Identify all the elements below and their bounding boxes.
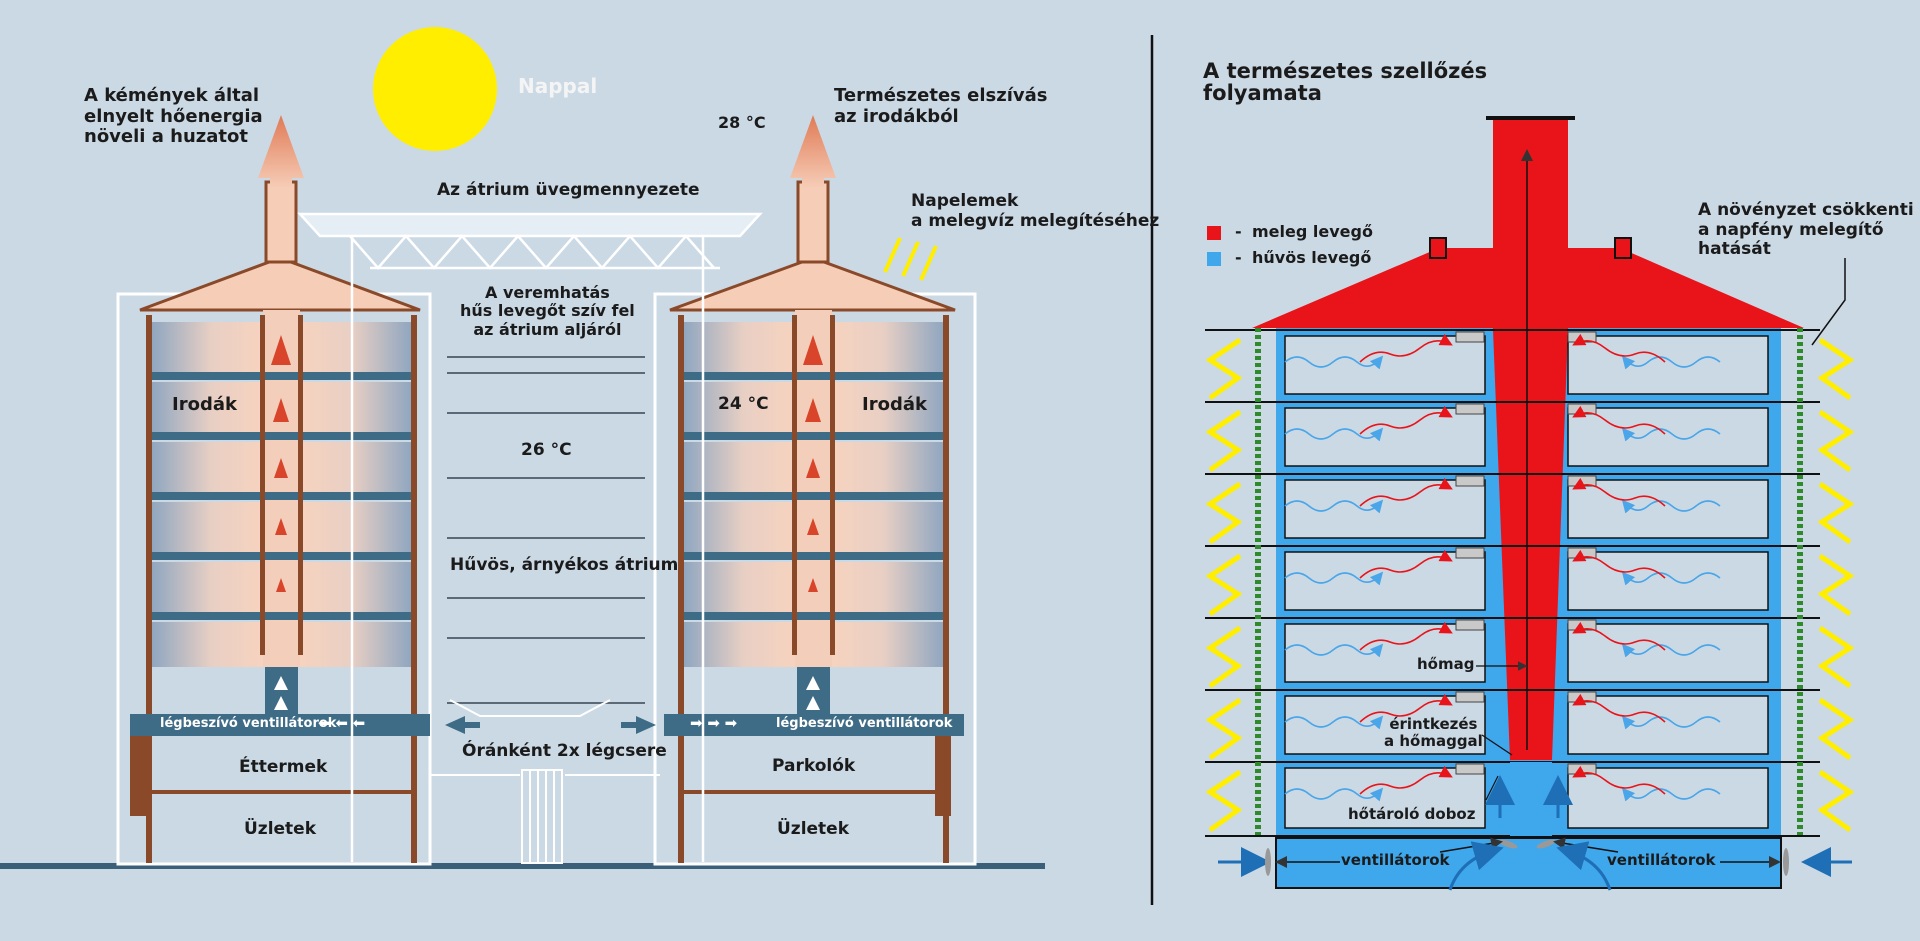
- sun-zigzag-right: [1817, 553, 1855, 617]
- atrium-glass-roof: [297, 212, 763, 862]
- legend-cool-swatch: [1207, 252, 1221, 266]
- shops-right-label: Üzletek: [777, 819, 850, 839]
- ground-line: [0, 863, 1045, 869]
- fans-left-label: légbeszívó ventillátorok: [160, 716, 337, 731]
- sun-zigzag-left: [1205, 481, 1243, 545]
- cool-airflow-right: [1621, 787, 1721, 802]
- warm-airflow-right: [1572, 621, 1666, 651]
- legend-warm-dash: -: [1235, 222, 1242, 241]
- sun-zigzag-left: [1205, 553, 1243, 617]
- legend-warm-swatch: [1207, 226, 1221, 240]
- legend-warm-label: meleg levegő: [1252, 222, 1373, 241]
- warm-airflow-right: [1572, 405, 1666, 435]
- atrium-escalator: [430, 699, 660, 864]
- cool-airflow-right: [1621, 499, 1721, 514]
- vegetation-note: A növényzet csökkenti a napfény melegítő…: [1698, 200, 1914, 260]
- fan-direction-left-icon: ⬅ ⬅ ⬅: [318, 714, 366, 732]
- vegetation-pointer: [1811, 258, 1846, 346]
- chimney-heat-label: A kémények által elnyelt hőenergia növel…: [84, 85, 263, 148]
- box-pointer: [1485, 775, 1499, 801]
- sun-zigzag-right: [1817, 625, 1855, 689]
- warm-airflow-left: [1359, 765, 1453, 795]
- warm-airflow-right: [1572, 477, 1666, 507]
- sun-zigzag-right: [1817, 697, 1855, 761]
- warm-airflow-right: [1572, 765, 1666, 795]
- cool-airflow-right: [1621, 643, 1721, 658]
- sun-zigzag-left: [1205, 697, 1243, 761]
- fans-right-label: légbeszívó ventillátorok: [776, 716, 953, 731]
- cool-airflow-right: [1621, 715, 1721, 730]
- restaurants-label: Éttermek: [239, 757, 328, 777]
- sunlight-rays: [1205, 337, 1855, 833]
- warm-airflow-left: [1359, 693, 1453, 723]
- thermal-core-label: hőmag: [1417, 655, 1475, 673]
- cool-atrium-label: Hűvös, árnyékos átrium: [450, 555, 679, 575]
- left-building: [116, 115, 432, 866]
- parking-label: Parkolók: [772, 756, 856, 776]
- atrium-floor-lines: [447, 356, 645, 704]
- atrium-roof-label: Az átrium üvegmennyezete: [437, 180, 700, 200]
- fans-bottom-left-label: ventillátorok: [1341, 851, 1450, 869]
- offices-left-label: Irodák: [172, 394, 237, 415]
- sun-zigzag-right: [1817, 481, 1855, 545]
- warm-airflow-left: [1359, 621, 1453, 651]
- top-temperature-label: 28 °C: [718, 113, 766, 132]
- warm-airflow-right: [1572, 693, 1666, 723]
- legend-cool-label: hűvös levegő: [1252, 248, 1372, 267]
- stack-effect-label: A veremhatás hűs levegőt szív fel az átr…: [460, 283, 635, 339]
- sun-zigzag-right: [1817, 409, 1855, 473]
- storage-box-label: hőtároló doboz: [1348, 805, 1476, 823]
- ventilation-title: A természetes szellőzés folyamata: [1203, 59, 1488, 106]
- cool-airflow-left: [1284, 787, 1384, 802]
- warm-airflow-left: [1359, 549, 1453, 579]
- air-exchange-label: Óránként 2x légcsere: [462, 741, 667, 761]
- cool-airflow-left: [1284, 715, 1384, 730]
- cool-airflow-right: [1621, 571, 1721, 586]
- shops-left-label: Üzletek: [244, 819, 317, 839]
- cool-airflow-left: [1284, 499, 1384, 514]
- fan-direction-right-icon: ➡ ➡ ➡: [690, 714, 738, 732]
- cool-airflow-left: [1284, 643, 1384, 658]
- warm-airflow-right: [1572, 549, 1666, 579]
- contact-label: érintkezés a hőmaggal: [1384, 715, 1483, 751]
- warm-airflow-left: [1359, 405, 1453, 435]
- cool-airflow-left: [1284, 427, 1384, 442]
- intake-arrows: [445, 716, 656, 734]
- contact-pointer: [1481, 734, 1513, 756]
- sun-zigzag-left: [1205, 769, 1243, 833]
- sun-zigzag-right: [1817, 769, 1855, 833]
- sun-zigzag-left: [1205, 409, 1243, 473]
- sun-zigzag-right: [1817, 337, 1855, 401]
- fans-bottom-right-label: ventillátorok: [1607, 851, 1716, 869]
- solar-rays: [883, 237, 938, 281]
- offices-right-label: Irodák: [862, 394, 927, 415]
- solar-panels-label: Napelemek a melegvíz melegítéséhez: [911, 191, 1160, 231]
- sun-zigzag-left: [1205, 337, 1243, 401]
- sun: [373, 27, 497, 151]
- atrium-temperature-label: 26 °C: [521, 440, 572, 460]
- cool-airflow-left: [1284, 571, 1384, 586]
- airflow-rows: [1284, 405, 1721, 802]
- legend-cool-dash: -: [1235, 248, 1242, 267]
- bottom-fans: [1218, 775, 1852, 891]
- sun-zigzag-left: [1205, 625, 1243, 689]
- warm-airflow-left: [1359, 477, 1453, 507]
- right-building: [653, 115, 977, 866]
- cool-airflow-right: [1621, 427, 1721, 442]
- office-temperature-label: 24 °C: [718, 394, 769, 414]
- sun-label: Nappal: [518, 74, 598, 98]
- natural-extract-label: Természetes elszívás az irodákból: [834, 85, 1048, 127]
